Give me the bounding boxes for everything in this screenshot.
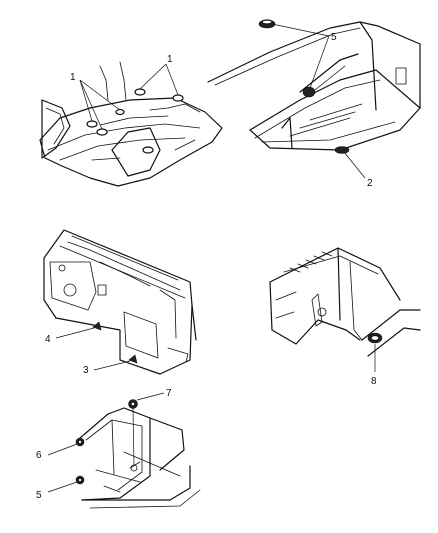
callout-1a: 1 xyxy=(70,72,76,83)
callout-3: 3 xyxy=(83,365,89,376)
pillar-rocker-view xyxy=(47,392,201,509)
callout-7: 7 xyxy=(166,388,172,399)
cowl-panel-view xyxy=(43,229,197,375)
floor-pan-view xyxy=(39,61,223,187)
bed-rear-view xyxy=(269,247,421,372)
callout-6: 6 xyxy=(36,450,42,461)
callout-2: 2 xyxy=(367,178,373,189)
truck-bed-view xyxy=(207,19,421,179)
callout-5a: 5 xyxy=(331,32,337,43)
callout-4: 4 xyxy=(45,334,51,345)
callout-5b: 5 xyxy=(36,490,42,501)
callout-1b: 1 xyxy=(167,54,173,65)
callout-8: 8 xyxy=(371,376,377,387)
